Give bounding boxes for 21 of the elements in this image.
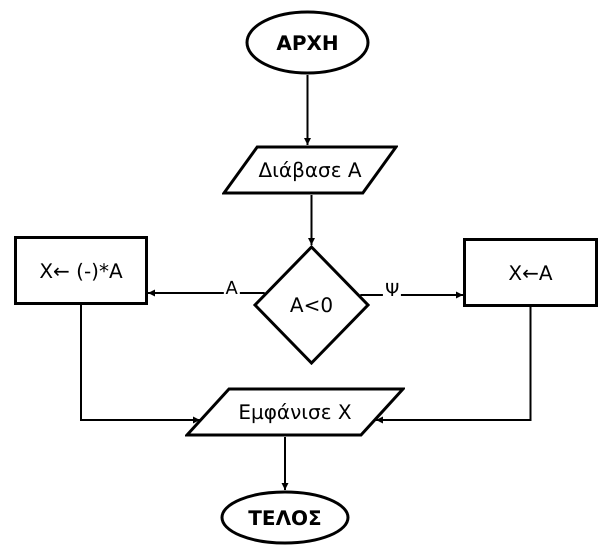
node-text: Χ← (-)*Α xyxy=(39,258,123,284)
node-text: Διάβασε Α xyxy=(258,157,362,184)
terminal-oval xyxy=(220,490,350,545)
arrow xyxy=(80,305,200,424)
io-parallelogram xyxy=(222,145,398,195)
arrow xyxy=(360,292,463,298)
node-text: ΤΕΛΟΣ xyxy=(248,504,322,532)
arrow xyxy=(308,195,315,245)
process-box xyxy=(14,236,148,305)
node-text: ΑΡΧΗ xyxy=(276,30,339,56)
node-text: Χ←Α xyxy=(508,260,553,286)
arrow xyxy=(304,75,311,145)
node-text: Α<0 xyxy=(290,292,334,319)
node-text: Εμφάνισε Χ xyxy=(238,399,352,426)
arrow xyxy=(282,437,288,490)
arrow xyxy=(376,307,532,424)
process-box xyxy=(463,238,598,307)
decision-diamond xyxy=(253,245,370,365)
arrow xyxy=(148,290,265,296)
terminal-oval xyxy=(245,10,370,75)
io-parallelogram xyxy=(185,387,405,437)
